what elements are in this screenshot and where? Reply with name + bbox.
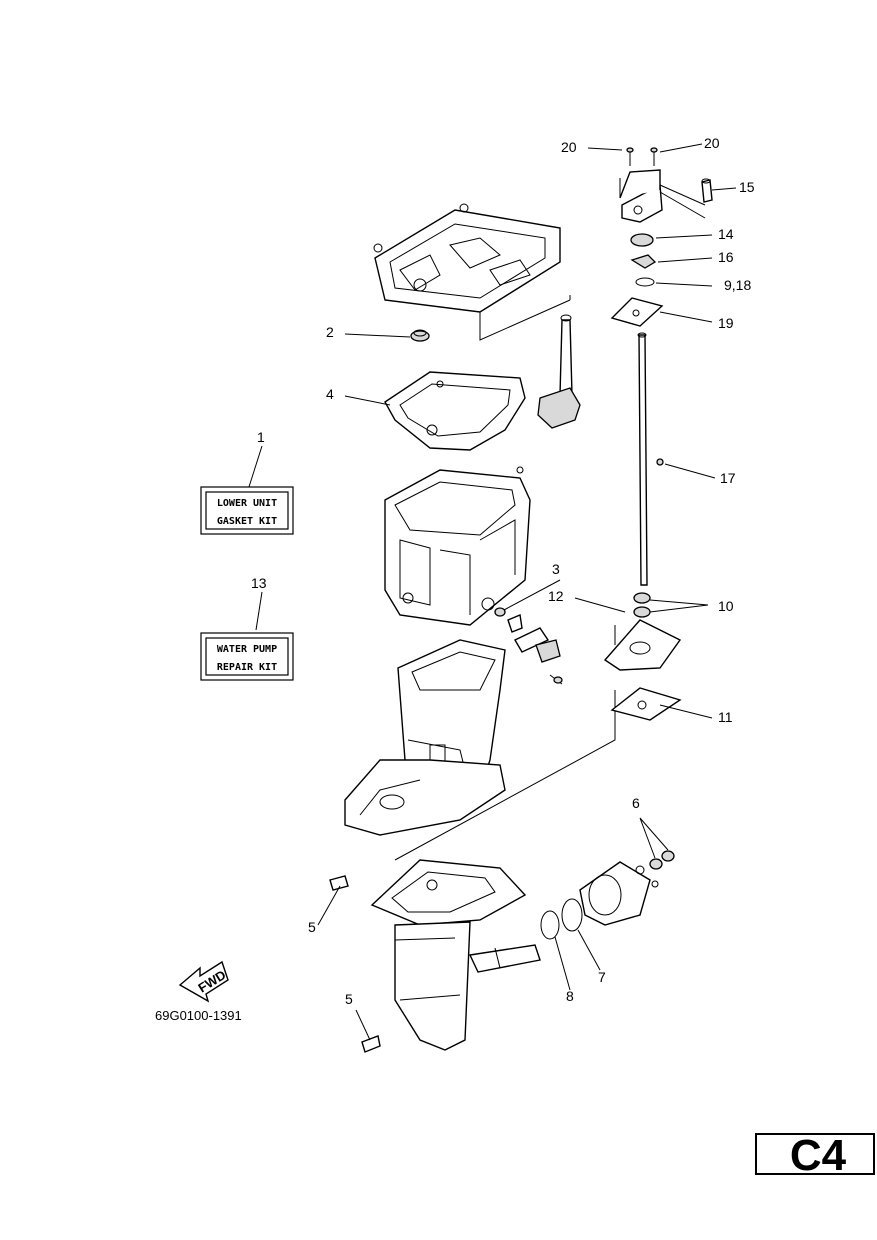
drawing-code: 69G0100-1391 bbox=[155, 1008, 242, 1023]
callout-9-18: 9,18 bbox=[724, 277, 751, 293]
bearings-part bbox=[633, 592, 651, 618]
callout-16: 16 bbox=[718, 249, 734, 265]
callout-5-lower: 5 bbox=[345, 991, 353, 1007]
exhaust-casing-part bbox=[344, 639, 506, 836]
water-pump-housing-part bbox=[619, 169, 706, 223]
water-pump-kit-line-2: REPAIR KIT bbox=[217, 662, 277, 673]
page-code-box: C4 bbox=[755, 1131, 875, 1180]
pump-base-gasket-part bbox=[610, 687, 682, 721]
callout-20-right: 20 bbox=[704, 135, 720, 151]
pump-bolts-part bbox=[626, 147, 658, 166]
callout-10: 10 bbox=[718, 598, 734, 614]
leader-lines bbox=[247, 143, 737, 1041]
impeller-cover-part bbox=[630, 233, 654, 247]
lower-casing-block-part bbox=[384, 466, 531, 626]
fwd-arrow-icon: FWD bbox=[178, 960, 229, 1003]
o-ring-small-part bbox=[635, 277, 655, 287]
oil-seal-part bbox=[410, 329, 430, 342]
gasket-kit-box: LOWER UNIT GASKET KIT bbox=[200, 486, 294, 535]
callout-11: 11 bbox=[718, 709, 733, 725]
impeller-part bbox=[630, 254, 657, 269]
drive-shaft-part bbox=[637, 332, 664, 586]
callout-17: 17 bbox=[720, 470, 736, 486]
drive-shaft-upper-part bbox=[537, 314, 581, 429]
callout-3: 3 bbox=[552, 561, 560, 577]
callout-13: 13 bbox=[251, 575, 267, 591]
pump-base-part bbox=[603, 619, 682, 671]
assembly-line-lower bbox=[394, 690, 616, 861]
callout-8: 8 bbox=[566, 988, 574, 1004]
callout-2: 2 bbox=[326, 324, 334, 340]
water-pump-kit-line-1: WATER PUMP bbox=[217, 644, 277, 655]
gasket-kit-line-1: LOWER UNIT bbox=[217, 498, 277, 509]
o-rings-part bbox=[540, 898, 583, 940]
gasket-kit-line-2: GASKET KIT bbox=[217, 516, 277, 527]
callout-15: 15 bbox=[739, 179, 755, 195]
callout-19: 19 bbox=[718, 315, 734, 331]
gearcase-bolts-part bbox=[329, 875, 381, 1053]
plug-washer-part bbox=[494, 607, 563, 685]
callout-6: 6 bbox=[632, 795, 640, 811]
insert-cartridge-part bbox=[701, 178, 713, 203]
gearcase-part bbox=[370, 859, 541, 1051]
gasket-part bbox=[384, 371, 526, 451]
page-code: C4 bbox=[790, 1131, 847, 1180]
callout-1: 1 bbox=[257, 429, 265, 445]
outer-plate-part bbox=[610, 297, 664, 327]
callout-7: 7 bbox=[598, 969, 606, 985]
upper-casing-part bbox=[373, 203, 571, 341]
callout-14: 14 bbox=[718, 226, 734, 242]
callout-5-upper: 5 bbox=[308, 919, 316, 935]
callout-4: 4 bbox=[326, 386, 334, 402]
water-pump-kit-box: WATER PUMP REPAIR KIT bbox=[200, 632, 294, 681]
callout-20-left: 20 bbox=[561, 139, 577, 155]
callout-12: 12 bbox=[548, 588, 564, 604]
propeller-housing-part bbox=[579, 850, 675, 926]
